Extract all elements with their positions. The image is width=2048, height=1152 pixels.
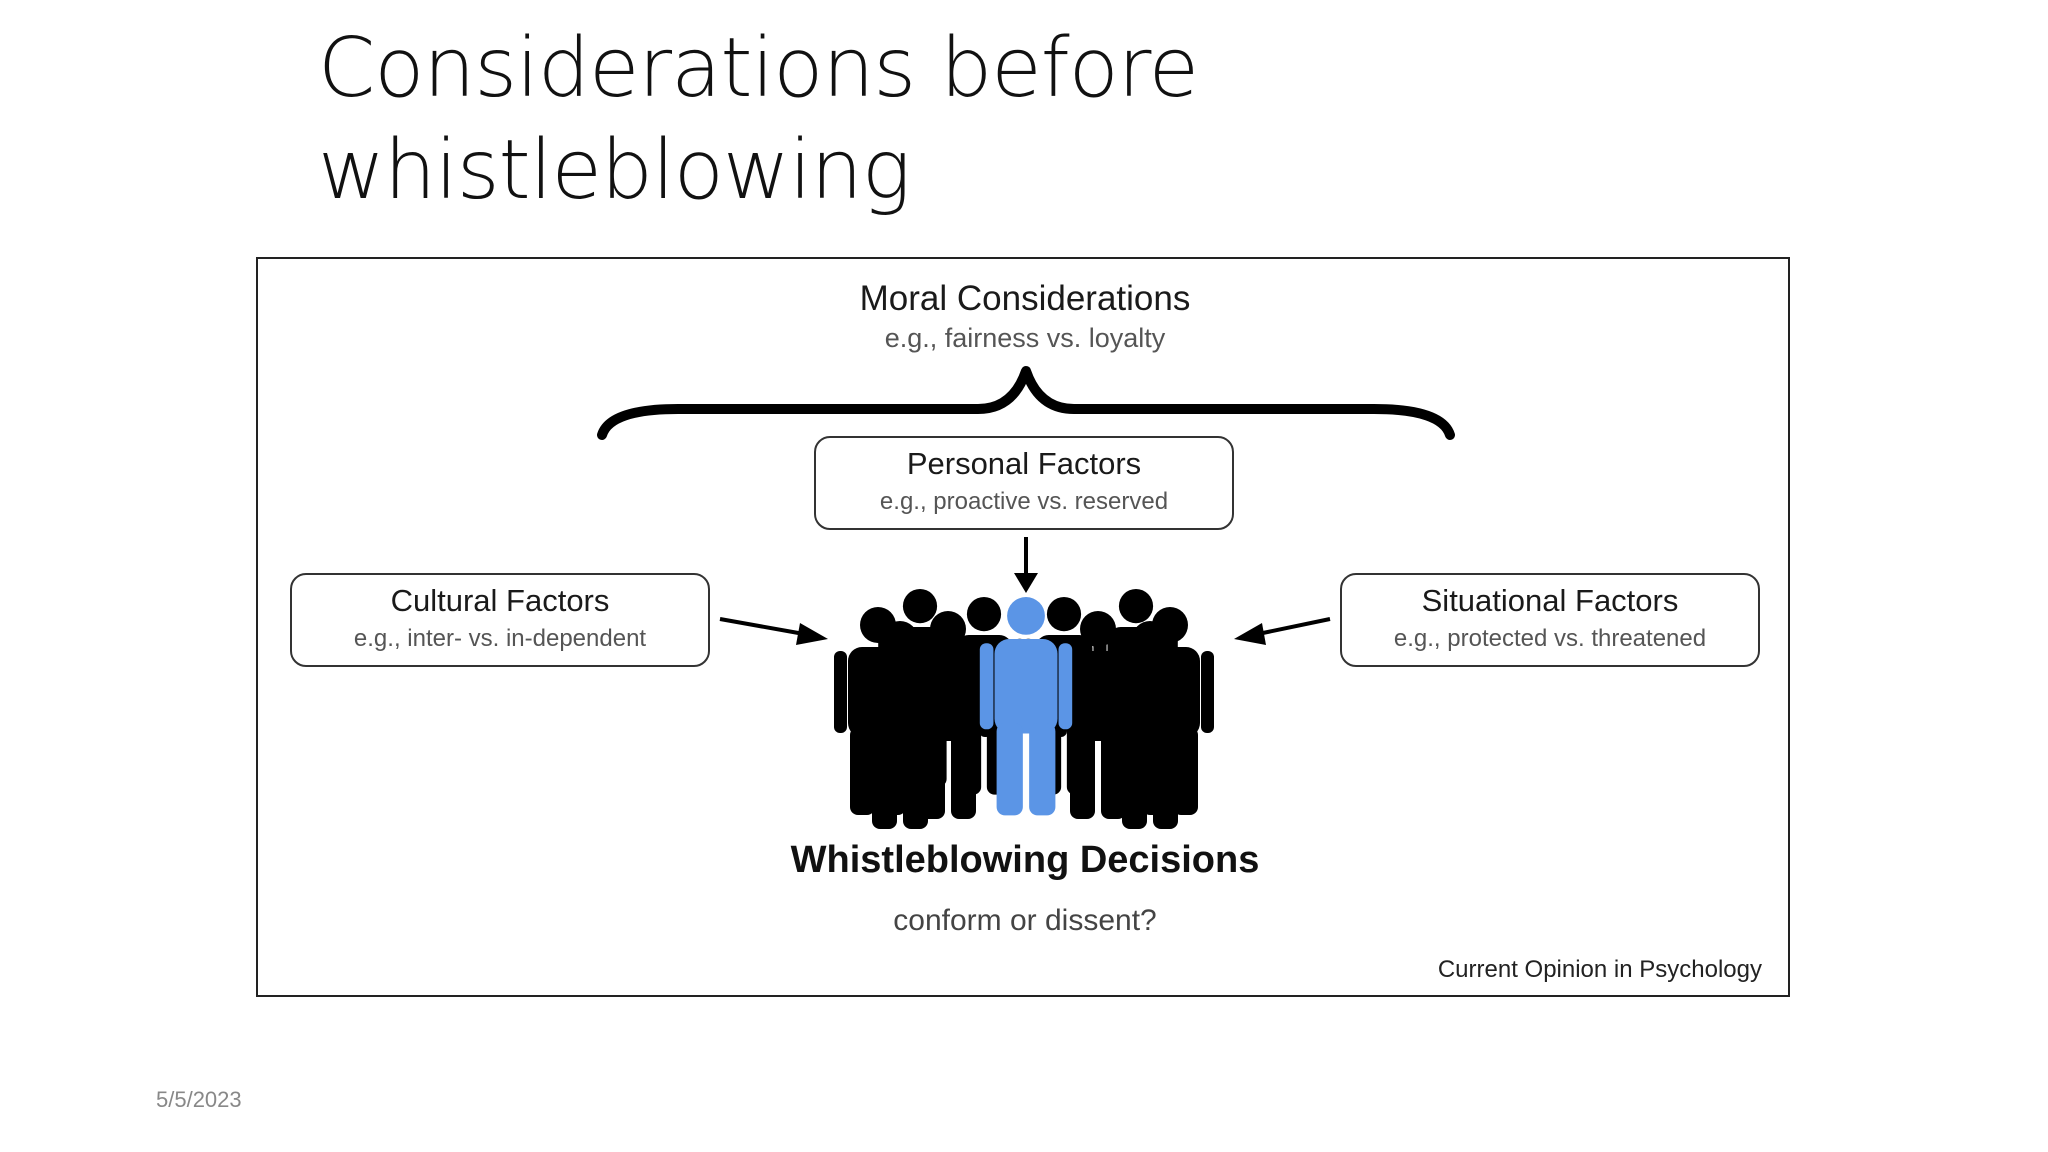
personal-factors-title: Personal Factors — [906, 446, 1142, 481]
diagram-graphics — [597, 366, 1455, 829]
moral-considerations-example: e.g., fairness vs. loyalty — [884, 323, 1166, 353]
situational-factors-example: e.g., protected vs. threatened — [1393, 625, 1707, 652]
decision-question: conform or dissent? — [893, 904, 1157, 937]
crowd-icon — [834, 589, 1214, 829]
personal-factors-example: e.g., proactive vs. reserved — [879, 488, 1169, 515]
moral-considerations-title: Moral Considerations — [859, 279, 1191, 318]
title-line-1: Considerations before — [318, 21, 1199, 116]
cultural-factors-box: Cultural Factors e.g., inter- vs. in-dep… — [290, 573, 710, 667]
title-line-2: whistleblowing — [318, 123, 911, 218]
highlighted-person-icon — [979, 597, 1073, 816]
person-icon — [1106, 621, 1194, 829]
cultural-factors-example: e.g., inter- vs. in-dependent — [353, 625, 647, 652]
slide-title: Considerations before whistleblowing — [318, 18, 1718, 222]
whistleblowing-decisions-title: Whistleblowing Decisions — [790, 839, 1260, 881]
arrow-right-icon — [719, 617, 828, 645]
cultural-factors-title: Cultural Factors — [390, 583, 610, 618]
personal-factors-box: Personal Factors e.g., proactive vs. res… — [814, 436, 1234, 530]
curly-brace-icon — [597, 366, 1455, 440]
source-credit: Current Opinion in Psychology — [1437, 956, 1762, 983]
arrow-left-icon — [1234, 617, 1331, 645]
person-icon — [856, 621, 944, 829]
whistleblowing-figure: Moral Considerations e.g., fairness vs. … — [256, 257, 1790, 997]
situational-factors-title: Situational Factors — [1421, 583, 1679, 618]
situational-factors-box: Situational Factors e.g., protected vs. … — [1340, 573, 1760, 667]
slide-date: 5/5/2023 — [156, 1087, 242, 1112]
arrow-down-icon — [1014, 537, 1038, 593]
